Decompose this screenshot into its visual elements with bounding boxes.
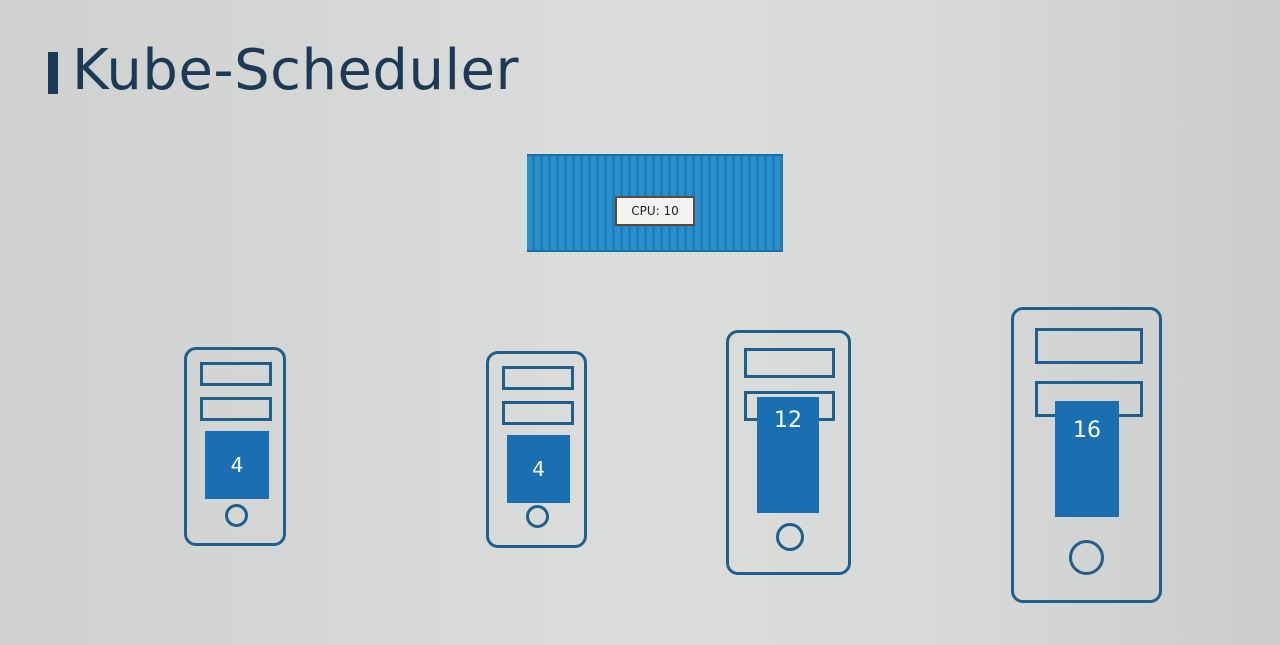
node-drive-slot bbox=[200, 362, 272, 386]
node-cpu-block: 12 bbox=[757, 397, 819, 513]
power-button-icon bbox=[1069, 540, 1104, 575]
node-server-3: 12 bbox=[726, 330, 851, 575]
power-button-icon bbox=[776, 523, 804, 551]
power-button-icon bbox=[526, 505, 549, 528]
node-drive-slot bbox=[502, 401, 574, 425]
power-button-icon bbox=[225, 504, 248, 527]
node-server-2: 4 bbox=[486, 351, 587, 548]
node-drive-slot bbox=[200, 397, 272, 421]
node-cpu-block: 16 bbox=[1055, 401, 1119, 517]
node-cpu-block: 4 bbox=[507, 435, 570, 503]
node-drive-slot bbox=[502, 366, 574, 390]
pod-container: CPU: 10 bbox=[527, 154, 783, 252]
node-cpu-block: 4 bbox=[205, 431, 269, 499]
slide-title: Kube-Scheduler bbox=[72, 38, 519, 103]
pod-cpu-label: CPU: 10 bbox=[615, 196, 695, 226]
node-server-1: 4 bbox=[184, 347, 286, 546]
title-accent-bar bbox=[48, 52, 58, 94]
node-server-4: 16 bbox=[1011, 307, 1162, 603]
node-drive-slot bbox=[744, 348, 835, 378]
node-drive-slot bbox=[1035, 328, 1143, 364]
